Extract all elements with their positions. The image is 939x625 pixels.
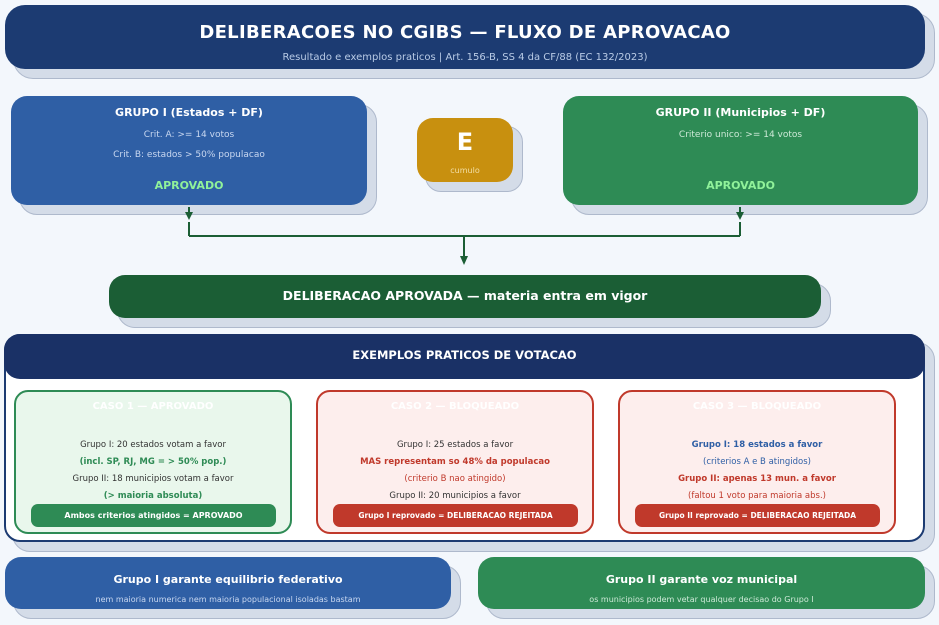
footer-group-1-box: Grupo I garante equilibrio federativo ne…	[5, 557, 451, 609]
footer-group-1-title: Grupo I garante equilibrio federativo	[113, 573, 343, 586]
group-1-box: GRUPO I (Estados + DF) Crit. A: >= 14 vo…	[11, 96, 367, 205]
case-2-line-3: (criterio B nao atingido)	[404, 474, 506, 484]
group-2-title: GRUPO II (Municipios + DF)	[655, 106, 826, 119]
examples-heading: EXEMPLOS PRATICOS DE VOTACAO	[352, 348, 577, 362]
result-approved-text: DELIBERACAO APROVADA — materia entra em …	[282, 288, 648, 303]
result-arrowhead	[460, 256, 468, 265]
case-1-title: CASO 1 — APROVADO	[92, 401, 214, 412]
case-2-title: CASO 2 — BLOQUEADO	[390, 401, 520, 412]
case-2-result-badge: Grupo I reprovado = DELIBERACAO REJEITAD…	[333, 504, 578, 527]
case-3-line-2: (criterios A e B atingidos)	[703, 457, 811, 467]
group-2-box: GRUPO II (Municipios + DF) Criterio unic…	[563, 96, 918, 205]
case-3-title: CASO 3 — BLOQUEADO	[692, 401, 822, 412]
footer-group-2-title: Grupo II garante voz municipal	[605, 573, 798, 586]
page-title: DELIBERACOES NO CGIBS — FLUXO DE APROVAC…	[199, 22, 731, 43]
group-1-criterion-a: Crit. A: >= 14 votos	[143, 130, 235, 140]
and-node: E cumulo	[417, 118, 513, 182]
group-1-title: GRUPO I (Estados + DF)	[115, 106, 263, 119]
case-1-line-4: (> maioria absoluta)	[103, 491, 203, 501]
case-1-result-badge: Ambos criterios atingidos = APROVADO	[31, 504, 276, 527]
case-3-line-4: (faltou 1 voto para maioria abs.)	[688, 491, 826, 501]
page-subtitle: Resultado e exemplos praticos | Art. 156…	[282, 52, 648, 63]
title-banner: DELIBERACOES NO CGIBS — FLUXO DE APROVAC…	[5, 5, 925, 69]
case-1-line-2: (incl. SP, RJ, MG = > 50% pop.)	[79, 457, 227, 467]
footer-group-2-box: Grupo II garante voz municipal os munici…	[478, 557, 925, 609]
case-2-line-4: Grupo II: 20 municipios a favor	[389, 491, 521, 501]
case-3-line-3: Grupo II: apenas 13 mun. a favor	[678, 474, 836, 484]
case-1-line-1: Grupo I: 20 estados votam a favor	[80, 440, 226, 450]
examples-header: EXEMPLOS PRATICOS DE VOTACAO	[4, 334, 925, 379]
case-2-card: CASO 2 — BLOQUEADO Grupo I: 25 estados a…	[316, 390, 594, 534]
case-3-line-1: Grupo I: 18 estados a favor	[691, 440, 823, 450]
case-2-line-2: MAS representam so 48% da populacao	[360, 457, 550, 467]
and-node-label: cumulo	[450, 166, 480, 175]
group-2-criterion: Criterio unico: >= 14 votos	[678, 130, 803, 140]
case-2-line-1: Grupo I: 25 estados a favor	[396, 440, 514, 450]
group-1-criterion-b: Crit. B: estados > 50% populacao	[113, 150, 265, 160]
footer-group-1-subtitle: nem maioria numerica nem maioria populac…	[95, 595, 361, 604]
group-1-status: APROVADO	[154, 179, 224, 192]
group-1-arrowhead	[185, 212, 193, 220]
group-2-arrowhead	[736, 212, 744, 220]
case-3-card: CASO 3 — BLOQUEADO Grupo I: 18 estados a…	[618, 390, 896, 534]
case-1-card: CASO 1 — APROVADO Grupo I: 20 estados vo…	[14, 390, 292, 534]
case-1-line-3: Grupo II: 18 municipios votam a favor	[72, 474, 234, 484]
footer-group-2-subtitle: os municipios podem vetar qualquer decis…	[589, 595, 814, 604]
result-approved-box: DELIBERACAO APROVADA — materia entra em …	[109, 275, 821, 318]
and-node-letter: E	[456, 128, 474, 156]
group-2-status: APROVADO	[706, 179, 775, 192]
case-3-result-badge: Grupo II reprovado = DELIBERACAO REJEITA…	[635, 504, 880, 527]
